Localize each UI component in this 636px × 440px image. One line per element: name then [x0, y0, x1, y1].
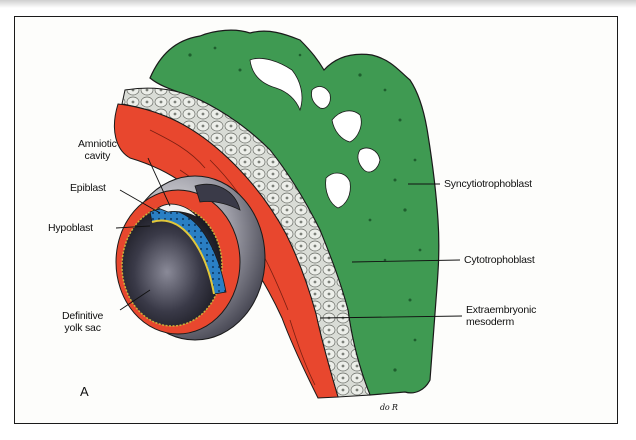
label-hypoblast: Hypoblast: [48, 222, 93, 234]
label-extraembryonic-mesoderm: Extraembryonic mesoderm: [466, 304, 536, 328]
panel-letter: A: [80, 386, 88, 398]
label-syncytiotrophoblast: Syncytiotrophoblast: [444, 178, 532, 190]
label-amniotic-cavity: Amniotic cavity: [78, 138, 117, 162]
label-cytotrophoblast: Cytotrophoblast: [464, 254, 535, 266]
artist-signature: do R: [380, 402, 398, 414]
label-definitive-yolk-sac: Definitive yolk sac: [62, 310, 103, 334]
label-epiblast: Epiblast: [70, 182, 106, 194]
